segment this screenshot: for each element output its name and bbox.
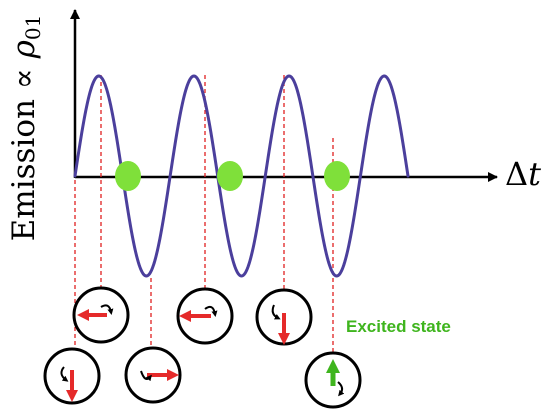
x-axis-label: Δt xyxy=(505,155,541,193)
rotation-curl-icon xyxy=(337,381,345,397)
rotation-curl-icon xyxy=(100,304,114,315)
excited-state-label: Excited state xyxy=(346,317,451,336)
rho-subscript: 01 xyxy=(21,14,45,41)
y-axis-label: Emission ∝ ρ01 xyxy=(6,8,46,248)
emission-wave xyxy=(73,74,410,278)
zero-crossing-markers xyxy=(115,161,350,191)
rotation-curl-icon xyxy=(271,304,281,320)
spin-circle xyxy=(255,288,313,346)
spin-circle xyxy=(124,346,182,404)
spin-circle xyxy=(43,347,101,405)
x-axis-variable: t xyxy=(528,155,541,193)
spin-circle-excited xyxy=(304,351,362,409)
y-axis-label-prefix: Emission ∝ xyxy=(6,58,42,242)
zero-crossing-marker xyxy=(217,161,243,191)
zero-crossing-marker xyxy=(324,161,350,191)
rotation-curl-icon xyxy=(140,370,152,382)
rho-symbol: ρ xyxy=(6,40,42,59)
zero-crossing-marker xyxy=(115,161,141,191)
rotation-curl-icon xyxy=(204,305,218,317)
rotation-curl-icon xyxy=(60,366,69,382)
x-axis-delta: Δ xyxy=(505,155,529,193)
spin-circle xyxy=(72,286,130,344)
spin-circle xyxy=(176,287,234,345)
